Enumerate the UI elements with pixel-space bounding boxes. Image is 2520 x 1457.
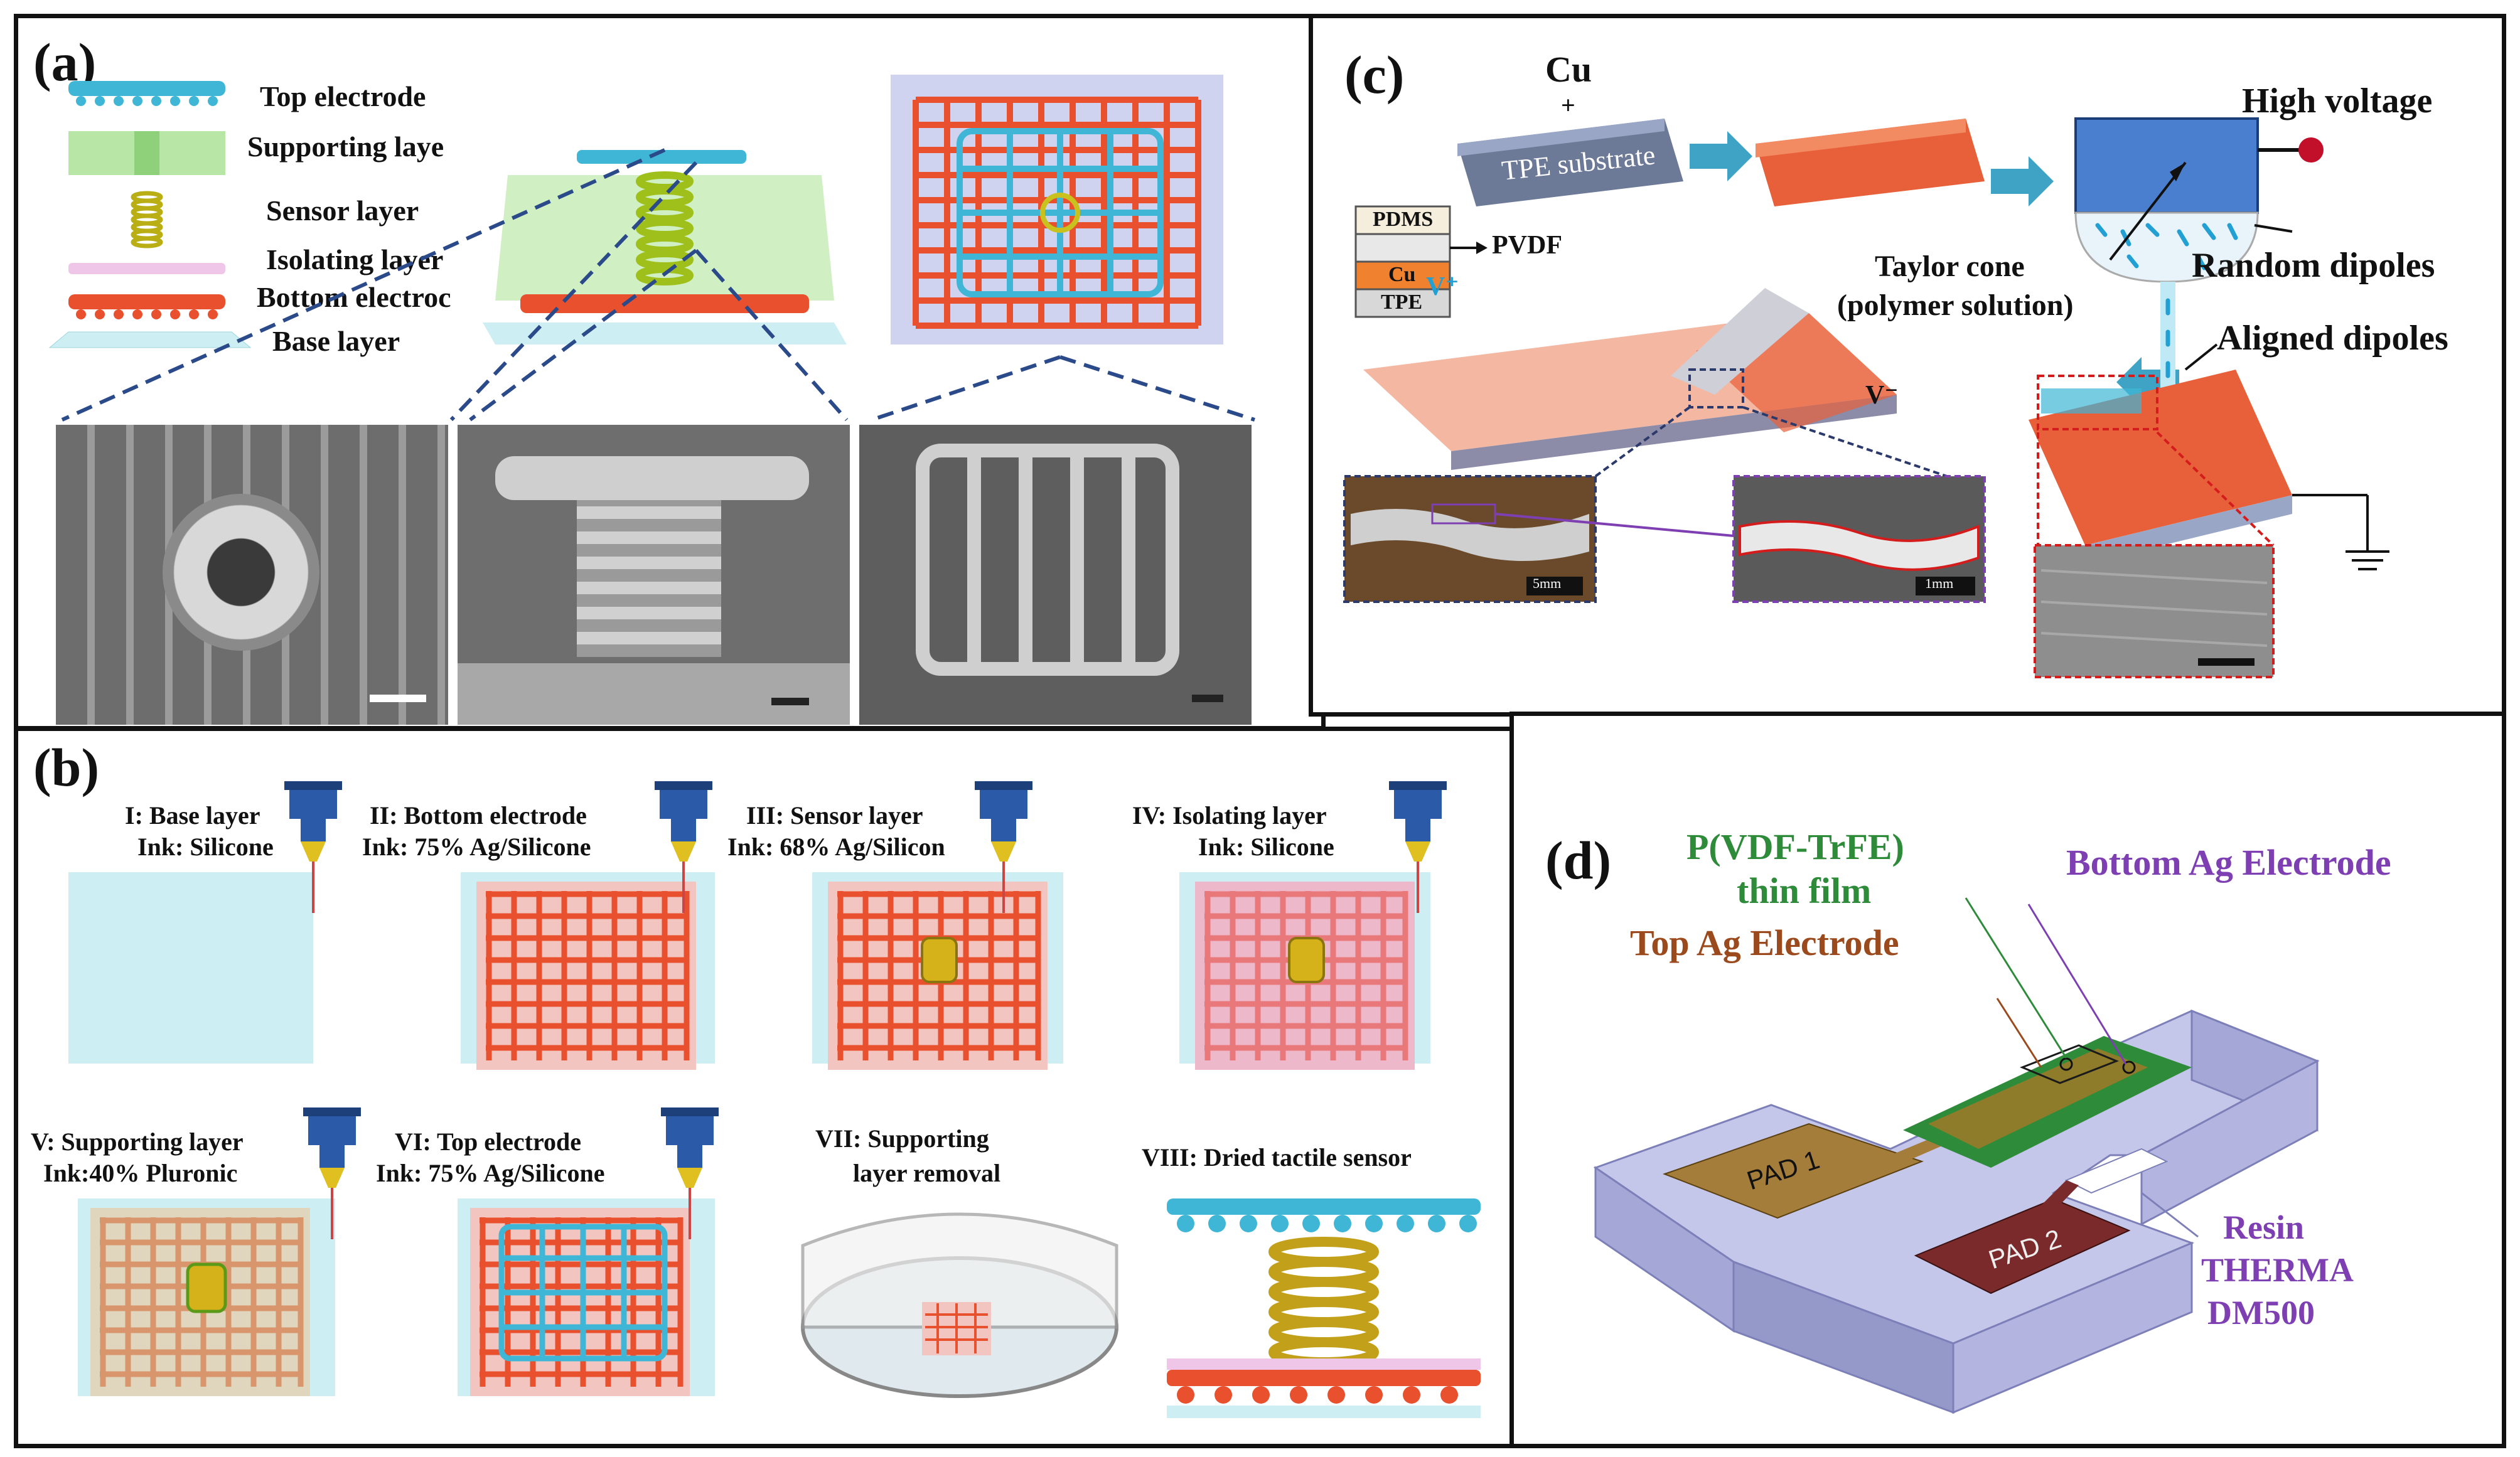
panel-d-label: (d)	[1545, 830, 1612, 890]
plus-label: +	[1561, 91, 1575, 119]
layer-label-supporting: Supporting laye	[247, 131, 444, 163]
scale-1mm: 1mm	[1925, 575, 1954, 591]
top-electrode-label: Top Ag Electrode	[1630, 922, 1899, 963]
step-3-ink: Ink: 68% Ag/Silicon	[727, 833, 945, 861]
step-6-title: VI: Top electrode	[395, 1128, 582, 1156]
step-8-bottom-electrode	[1167, 1370, 1481, 1386]
arrow-1	[1690, 131, 1752, 181]
pad-1	[1663, 1123, 1924, 1219]
step-5-ink: Ink:40% Pluronic	[43, 1159, 238, 1187]
zoom-connector-lines	[61, 148, 1255, 422]
panel-c: (c)	[1309, 14, 2506, 717]
step-3-title: III: Sensor layer	[746, 801, 923, 830]
electrospinning-illustration	[1343, 117, 2389, 678]
panel-a: (a) Top electrode Supporting laye Sensor…	[14, 14, 1326, 730]
printing-steps-illustration	[68, 780, 1481, 1418]
step-8-coil	[1268, 1237, 1379, 1367]
scale-bar	[771, 698, 809, 705]
step-1-ink: Ink: Silicone	[137, 833, 274, 861]
scale-bar	[1192, 695, 1223, 702]
scale-bar	[370, 695, 426, 702]
polymer-solution-label: (polymer solution)	[1837, 289, 2074, 322]
panel-b-label: (b)	[33, 737, 100, 798]
layer-stack-legend	[1354, 205, 1451, 318]
panel-c-label: (c)	[1344, 45, 1405, 105]
isolating-layer	[68, 263, 225, 274]
bottom-electrode-label: Bottom Ag Electrode	[2066, 842, 2391, 883]
top-ag-electrode	[1928, 1049, 2148, 1149]
step-8-top-electrode	[1167, 1198, 1481, 1215]
aligned-fiber-sem	[2034, 544, 2275, 678]
resin-label-line2: THERMA	[2201, 1251, 2354, 1289]
sem-image-grid-view	[859, 425, 1252, 725]
step-1-title: I: Base layer	[125, 801, 260, 830]
layer-label-top-electrode: Top electrode	[260, 80, 426, 112]
assembled-coil	[636, 171, 694, 286]
layer-label-base: Base layer	[272, 325, 400, 357]
stack-cu: Cu	[1388, 263, 1416, 286]
aligned-dipoles-label: Aligned dipoles	[2217, 319, 2448, 358]
step-7-title: VII: Supporting	[815, 1124, 989, 1153]
top-electrode-layer	[68, 81, 225, 96]
step-8-title: VIII: Dried tactile sensor	[1142, 1143, 1412, 1171]
step-2-title: II: Bottom electrode	[370, 801, 587, 830]
sensor-coil	[131, 191, 163, 248]
resin-label-line3: DM500	[2207, 1294, 2315, 1332]
step-7-ink: layer removal	[853, 1159, 1001, 1187]
random-dipoles-label: Random dipoles	[2192, 246, 2435, 285]
stack-pdms: PDMS	[1373, 208, 1434, 231]
step-1-base	[68, 872, 313, 1064]
sem-image-top-view	[56, 425, 448, 725]
panel-b: (b) I: Base layer Ink: Silicone II: Bott…	[14, 727, 1514, 1448]
high-voltage-label: High voltage	[2242, 82, 2433, 120]
stack-tpe: TPE	[1381, 291, 1423, 314]
scale-5mm: 5mm	[1533, 575, 1562, 591]
film-label-line1: P(VDF-TrFE)	[1686, 826, 1904, 867]
v-minus-label: V⁻	[1865, 381, 1899, 410]
pvdf-label: PVDF	[1492, 231, 1562, 260]
pad-2	[1914, 1198, 2131, 1294]
bottom-electrode-layer	[68, 294, 225, 309]
panel-d: (d) P(VDF-TrFE) thin film Bottom Ag Elec…	[1509, 712, 2506, 1448]
step-4-ink: Ink: Silicone	[1198, 833, 1334, 861]
resin-label-line1: Resin	[2223, 1209, 2305, 1246]
step-5-title: V: Supporting layer	[31, 1128, 244, 1156]
taylor-cone-label: Taylor cone	[1875, 250, 2025, 283]
film-label-line2: thin film	[1737, 870, 1872, 911]
step-6-ink: Ink: 75% Ag/Silicone	[376, 1159, 605, 1187]
device-3d-illustration	[1593, 897, 2320, 1414]
layer-label-isolating: Isolating layer	[266, 243, 444, 275]
cu-label: Cu	[1545, 49, 1592, 90]
grid-top-view	[891, 75, 1223, 344]
step-4-title: IV: Isolating layer	[1132, 801, 1327, 830]
arrow-2	[1991, 156, 2054, 206]
layer-label-sensor: Sensor layer	[266, 195, 419, 227]
base-layer	[48, 331, 252, 348]
sem-image-side-view	[458, 425, 850, 725]
step-2-ink: Ink: 75% Ag/Silicone	[362, 833, 591, 861]
syringe-reservoir	[2074, 117, 2259, 214]
v-plus-label: V⁺	[1426, 272, 1459, 301]
exploded-layer-stack	[48, 81, 252, 348]
layer-label-bottom-electrode: Bottom electroc	[257, 281, 451, 313]
